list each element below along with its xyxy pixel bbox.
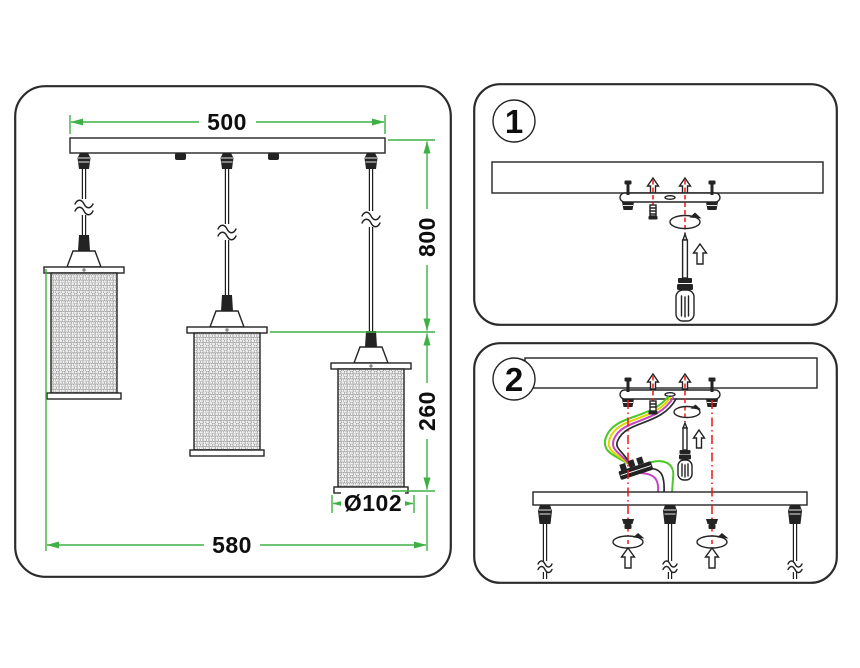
dimension-shade-diameter: Ø102 [331,490,415,516]
wire-green-yellow [644,460,675,494]
suspension-cord [361,169,381,331]
suspension-cord [217,169,237,295]
dimension-diagram: 500 800 260 [14,85,452,578]
up-arrow-icon [692,242,708,265]
cord-grip-icon [663,505,677,524]
step-number-badge: 1 [492,99,536,143]
shade-bottom-ring [189,449,265,457]
wall-anchor-icon [646,372,660,390]
wire-black [616,398,677,473]
dim-overall-width-label: 580 [212,532,252,558]
ceiling-surface [491,161,824,194]
rotation-arrow-icon [673,404,701,419]
step-1-panel: 1 [473,83,838,326]
cable-knob [268,153,279,160]
wall-anchor-icon [678,372,692,390]
shade-bottom-ring [46,392,122,400]
wire-magenta [640,472,660,494]
lamp-socket [365,331,377,347]
fixing-bolt-icon [706,180,718,210]
dim-suspension-height-label: 800 [414,217,440,257]
up-arrow-icon [620,546,636,569]
dim-shade-diameter-label: Ø102 [344,490,402,516]
dimension-shade-height: 260 [392,332,440,492]
lock-nut-icon [622,519,634,529]
up-arrow-icon [704,546,720,569]
screwdriver-icon [675,231,695,322]
step-2-panel: 2 [473,342,838,584]
cord-break-icon [217,224,237,241]
rotation-arrow-icon [669,212,702,230]
lamp-socket [221,295,233,311]
lampshade [43,235,125,400]
dimension-overall-width: 580 [45,269,428,558]
mounting-screw-icon [648,400,658,415]
lampshade [330,331,412,494]
shade-mesh-body [50,272,118,394]
up-arrow-icon [692,428,706,449]
suspension-cord [537,524,553,579]
dim-bar-length-label: 500 [207,109,247,135]
cord-grip-icon [788,505,802,524]
cord-grip-icon [77,153,91,169]
cord-grip-icon [538,505,552,524]
ceiling-surface [524,357,818,389]
screwdriver-icon [677,421,693,481]
step-number: 1 [505,103,523,140]
lock-nut-icon [706,519,718,529]
step-2-diagram: 2 [473,342,838,584]
cord-grip-icon [220,153,234,169]
mounting-bracket [619,192,721,203]
dim-shade-height-label: 260 [414,391,440,431]
step-number: 2 [505,361,523,398]
suspension-cord [662,524,678,579]
canopy-bar [532,491,808,506]
cable-knob [175,153,186,160]
cord-grip-icon [364,153,378,169]
cord-break-icon [74,199,94,216]
shade-mesh-body [193,332,261,451]
lamp-socket [78,235,90,251]
step-1-diagram: 1 [473,83,838,326]
dimension-bar-length: 500 [69,109,386,135]
mounting-screw-icon [648,204,658,220]
fixing-bolt-icon [622,180,634,210]
suspension-cord [787,524,803,579]
shade-mesh-body [337,368,405,488]
lampshade [186,295,268,457]
dimension-suspension-height: 800 [270,139,440,333]
cord-break-icon [361,211,381,228]
suspension-cord [74,169,94,235]
step-number-badge: 2 [492,357,536,401]
dimension-diagram-panel: 500 800 260 [14,85,452,578]
